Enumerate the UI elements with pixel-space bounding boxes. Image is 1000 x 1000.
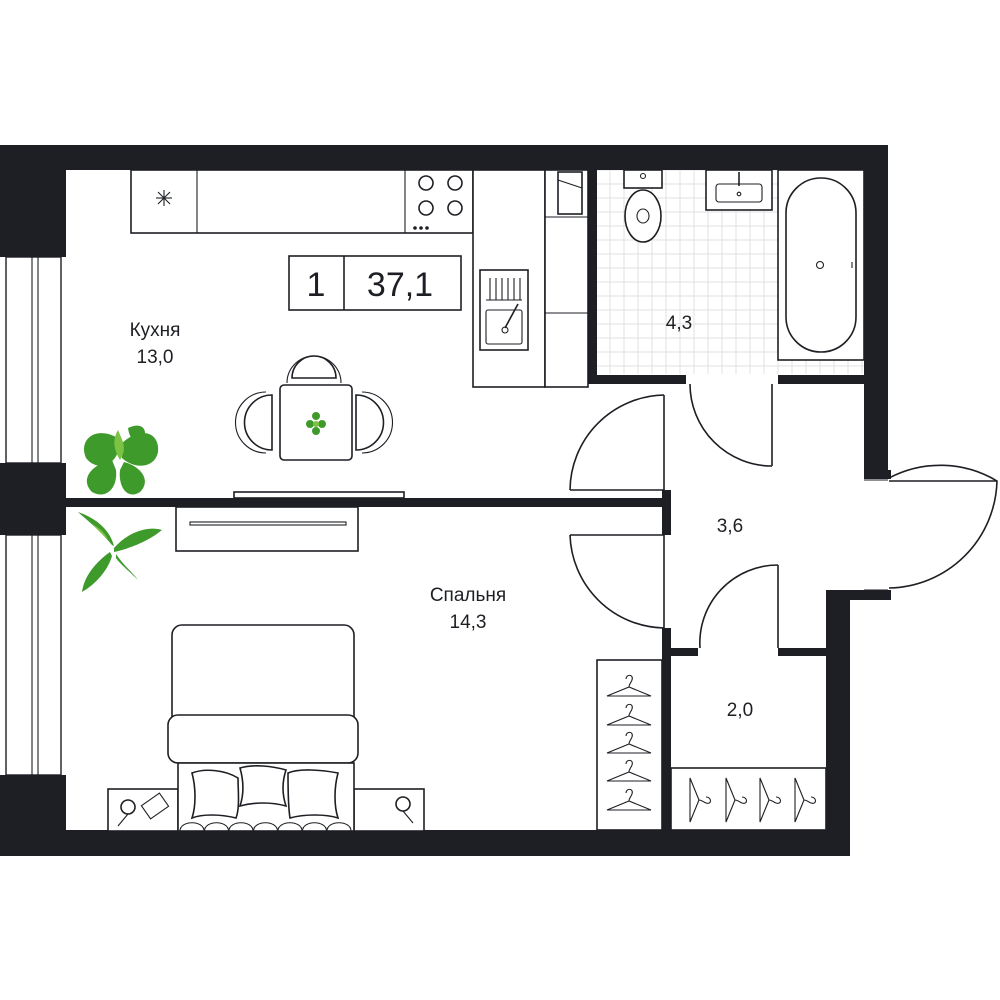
extractor-icon bbox=[156, 190, 172, 206]
plant-kitchen-icon bbox=[83, 425, 159, 495]
wall-right-stub bbox=[864, 470, 891, 479]
rooms-count: 1 bbox=[307, 266, 326, 304]
door-kitchen bbox=[569, 394, 665, 491]
bed bbox=[167, 624, 359, 832]
kitchen-area: 13,0 bbox=[137, 347, 174, 368]
wall-hall-pillar bbox=[662, 490, 671, 535]
tv-stand bbox=[175, 506, 359, 552]
wall-kitchen-bedroom bbox=[66, 498, 664, 507]
door-wardrobe bbox=[699, 564, 779, 649]
wardrobe-area: 2,0 bbox=[727, 700, 753, 721]
wall-top bbox=[0, 145, 888, 170]
kitchen-name: Кухня bbox=[130, 320, 181, 341]
total-area: 37,1 bbox=[367, 266, 433, 304]
stove-icon bbox=[413, 175, 463, 230]
door-bedroom bbox=[569, 534, 665, 629]
dining-table bbox=[235, 355, 393, 461]
hall-area: 3,6 bbox=[717, 516, 743, 537]
windows bbox=[5, 256, 888, 776]
walls bbox=[0, 145, 891, 856]
wall-left-middle bbox=[0, 463, 66, 535]
kitchen-sink-icon bbox=[479, 269, 529, 351]
door-bathroom bbox=[689, 383, 773, 467]
wall-wardrobe-top-right bbox=[778, 648, 826, 656]
wall-bath-bottom-right bbox=[778, 375, 864, 384]
toilet-icon bbox=[623, 169, 663, 243]
bathtub-icon bbox=[777, 169, 865, 361]
wall-right-lower-stub bbox=[826, 590, 891, 600]
doors bbox=[569, 383, 998, 649]
fridge-and-cabinets bbox=[544, 169, 589, 388]
wall-wardrobe-left bbox=[662, 628, 671, 830]
window-hall bbox=[864, 479, 888, 591]
bedroom-area: 14,3 bbox=[450, 612, 487, 633]
wall-right-upper bbox=[864, 145, 888, 477]
wall-bottom bbox=[0, 830, 850, 856]
apartment-badge: 1 37,1 bbox=[288, 255, 462, 311]
wall-right-lower bbox=[826, 595, 850, 856]
wall-left-top bbox=[0, 145, 66, 257]
table-plant-icon bbox=[306, 412, 326, 435]
nightstand-right bbox=[353, 788, 425, 832]
bathroom-area: 4,3 bbox=[666, 313, 692, 334]
nightstand-left bbox=[107, 788, 179, 832]
window-kitchen bbox=[5, 256, 62, 464]
window-bedroom bbox=[5, 534, 62, 776]
wall-wardrobe-top-left bbox=[662, 648, 698, 656]
wall-bath-left bbox=[588, 170, 597, 384]
door-entrance bbox=[888, 464, 998, 589]
bedroom-name: Спальня bbox=[430, 585, 506, 606]
kitchen-radiator bbox=[233, 491, 405, 499]
room-labels: Кухня 13,0 4,3 3,6 Спальня 14,3 2,0 bbox=[130, 313, 754, 721]
plant-bedroom-icon bbox=[78, 512, 162, 592]
washbasin-icon bbox=[705, 169, 773, 211]
wall-bath-bottom-left bbox=[588, 375, 686, 384]
bedroom-wardrobe bbox=[596, 659, 663, 831]
closet-rack bbox=[670, 767, 827, 831]
